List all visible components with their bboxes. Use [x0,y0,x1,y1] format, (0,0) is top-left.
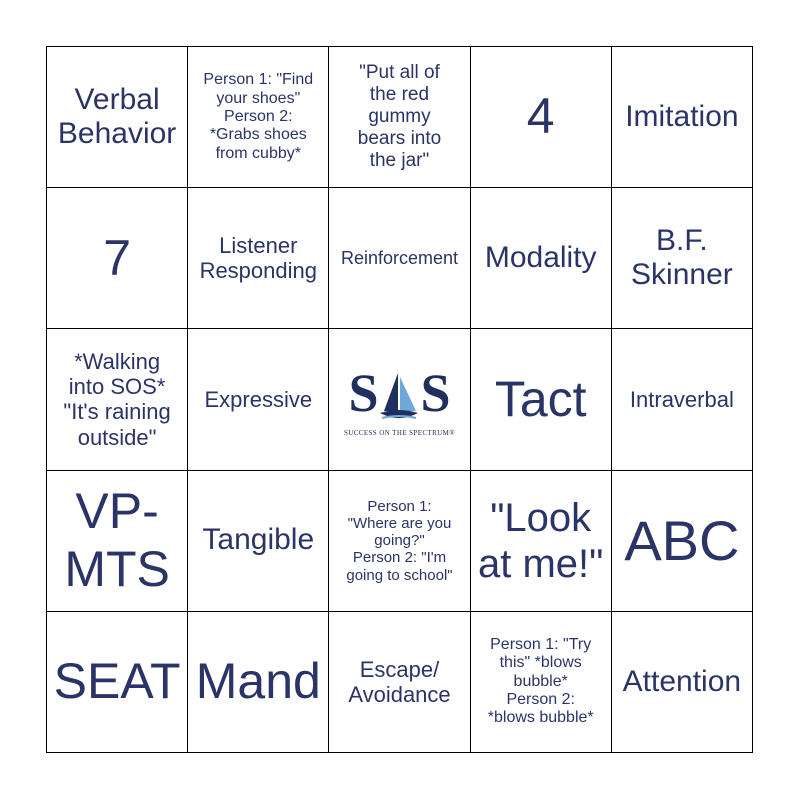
bingo-cell-verbal-behavior[interactable]: Verbal Behavior [47,47,189,189]
bingo-cell-gummy-bears[interactable]: "Put all of the red gummy bears into the… [329,47,471,189]
bingo-cell-find-shoes[interactable]: Person 1: "Find your shoes" Person 2: *G… [188,47,330,189]
cell-label: 7 [103,229,131,286]
bingo-cell-look-at-me[interactable]: "Look at me!" [470,470,612,612]
cell-label: 4 [526,88,555,145]
cell-label: Verbal Behavior [57,82,177,151]
cell-label: Expressive [204,386,313,412]
bingo-cell-tangible[interactable]: Tangible [188,470,330,612]
bingo-cell-where-going[interactable]: Person 1: "Where are you going?" Person … [329,470,471,612]
cell-label: Reinforcement [340,247,459,268]
sailboat-icon [380,372,419,419]
cell-label: "Look at me!" [478,495,604,586]
cell-label: SEAT [53,653,181,710]
logo-letter-s2: S [420,363,451,424]
cell-label: VP- MTS [64,483,170,597]
cell-label: Tact [494,370,587,427]
bingo-cell-blows-bubble[interactable]: Person 1: "Try this" *blows bubble* Pers… [470,611,612,753]
cell-label: Modality [484,241,597,275]
bingo-cell-intraverbal[interactable]: Intraverbal [611,329,753,471]
bingo-cell-attention[interactable]: Attention [611,611,753,753]
bingo-cell-abc[interactable]: ABC [611,470,753,612]
bingo-cell-7[interactable]: 7 [47,188,189,330]
cell-label: Person 1: "Find your shoes" Person 2: *G… [203,71,314,162]
cell-label: Intraverbal [629,386,734,412]
bingo-cell-escape-avoidance[interactable]: Escape/ Avoidance [329,611,471,753]
cell-label: Person 1: "Try this" *blows bubble* Pers… [487,635,594,727]
bingo-cell-modality[interactable]: Modality [470,188,612,330]
cell-label: Attention [622,664,742,698]
cell-label: Person 1: "Where are you going?" Person … [346,497,453,584]
bingo-cell-tact[interactable]: Tact [470,329,612,471]
logo-subtitle: SUCCESS ON THE SPECTRUM® [343,428,456,437]
cell-label: Listener Responding [199,232,317,284]
cell-label: Imitation [625,99,739,133]
bingo-cell-listener-responding[interactable]: Listener Responding [188,188,330,330]
cell-label: B.F. Skinner [631,223,733,292]
bingo-cell-vp-mts[interactable]: VP- MTS [47,470,189,612]
bingo-cell-raining-outside[interactable]: *Walking into SOS* "It's raining outside… [47,329,189,471]
cell-label: Mand [195,653,321,710]
bingo-cell-expressive[interactable]: Expressive [188,329,330,471]
cell-label: Tangible [202,523,315,557]
cell-label: Escape/ Avoidance [348,656,451,707]
bingo-cell-4[interactable]: 4 [470,47,612,189]
bingo-cell-imitation[interactable]: Imitation [611,47,753,189]
bingo-cell-seat[interactable]: SEAT [47,611,189,753]
cell-label: ABC [624,508,740,572]
logo-letter-s1: S [348,363,379,424]
bingo-cell-bf-skinner[interactable]: B.F. Skinner [611,188,753,330]
bingo-cell-mand[interactable]: Mand [188,611,330,753]
cell-label: *Walking into SOS* "It's raining outside… [63,348,171,450]
free-space-logo: S S SUCCESS ON THE SPECTRUM® [329,329,471,471]
bingo-board: Verbal Behavior Person 1: "Find your sho… [46,46,753,753]
bingo-cell-reinforcement[interactable]: Reinforcement [329,188,471,330]
cell-label: "Put all of the red gummy bears into the… [357,62,442,171]
sos-logo: S S [348,362,450,424]
